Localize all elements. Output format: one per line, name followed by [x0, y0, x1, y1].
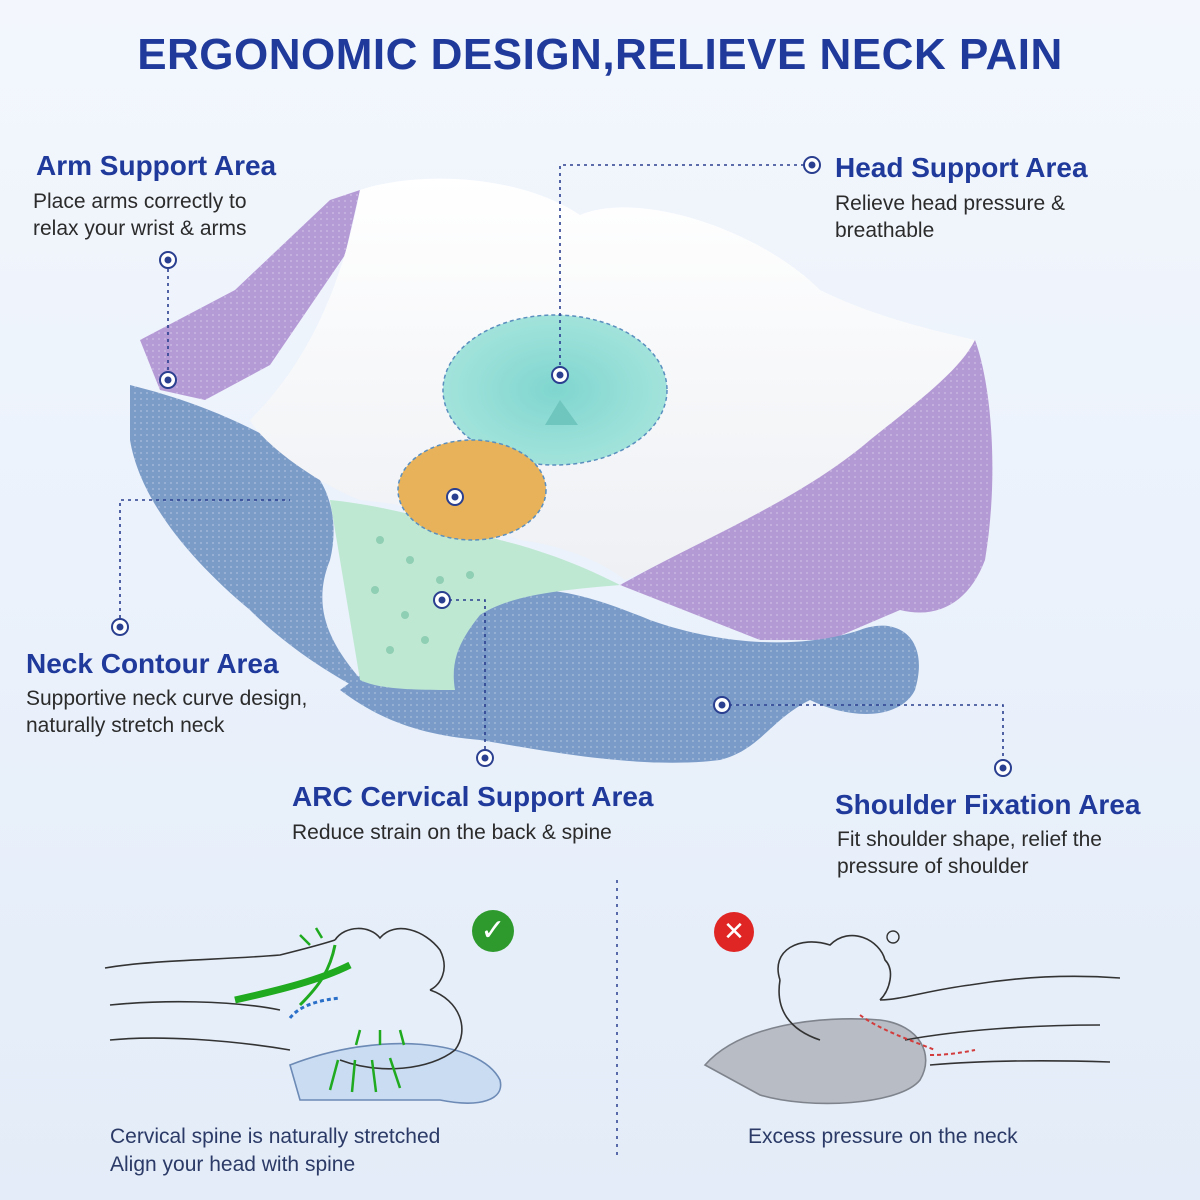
shoulder-fixation-desc-2: pressure of shoulder	[837, 855, 1029, 878]
arm-support-desc-1: Place arms correctly to	[33, 190, 247, 213]
head-support-heading: Head Support Area	[835, 152, 1088, 183]
orange-support-zone	[397, 439, 547, 541]
shoulder-fixation-heading: Shoulder Fixation Area	[835, 789, 1141, 820]
head-support-desc-1: Relieve head pressure &	[835, 192, 1065, 215]
page-title: ERGONOMIC DESIGN,RELIEVE NECK PAIN	[137, 30, 1063, 79]
good-caption-1: Cervical spine is naturally stretched	[110, 1125, 441, 1148]
leader-lines	[119, 164, 1004, 766]
cross-icon: ✕	[714, 912, 754, 952]
arc-cervical-desc-1: Reduce strain on the back & spine	[292, 821, 612, 844]
arc-cervical-heading: ARC Cervical Support Area	[292, 781, 654, 812]
mint-neck-zone	[330, 500, 620, 690]
teal-head-zone	[442, 314, 668, 466]
shoulder-fixation-desc-1: Fit shoulder shape, relief the	[837, 828, 1102, 851]
neck-contour-desc-1: Supportive neck curve design,	[26, 687, 308, 710]
marker-dots	[111, 156, 1012, 777]
good-sleeper-illustration	[104, 927, 502, 1104]
arm-support-desc-2: relax your wrist & arms	[33, 217, 247, 240]
head-support-desc-2: breathable	[835, 219, 935, 242]
good-caption-2: Align your head with spine	[110, 1153, 356, 1176]
arm-support-heading: Arm Support Area	[36, 150, 277, 181]
bad-sleeper-illustration	[703, 930, 1121, 1105]
bad-caption-1: Excess pressure on the neck	[748, 1125, 1018, 1148]
neck-contour-desc-2: naturally stretch neck	[26, 714, 225, 737]
neck-contour-heading: Neck Contour Area	[26, 648, 279, 679]
check-icon: ✓	[472, 910, 514, 952]
